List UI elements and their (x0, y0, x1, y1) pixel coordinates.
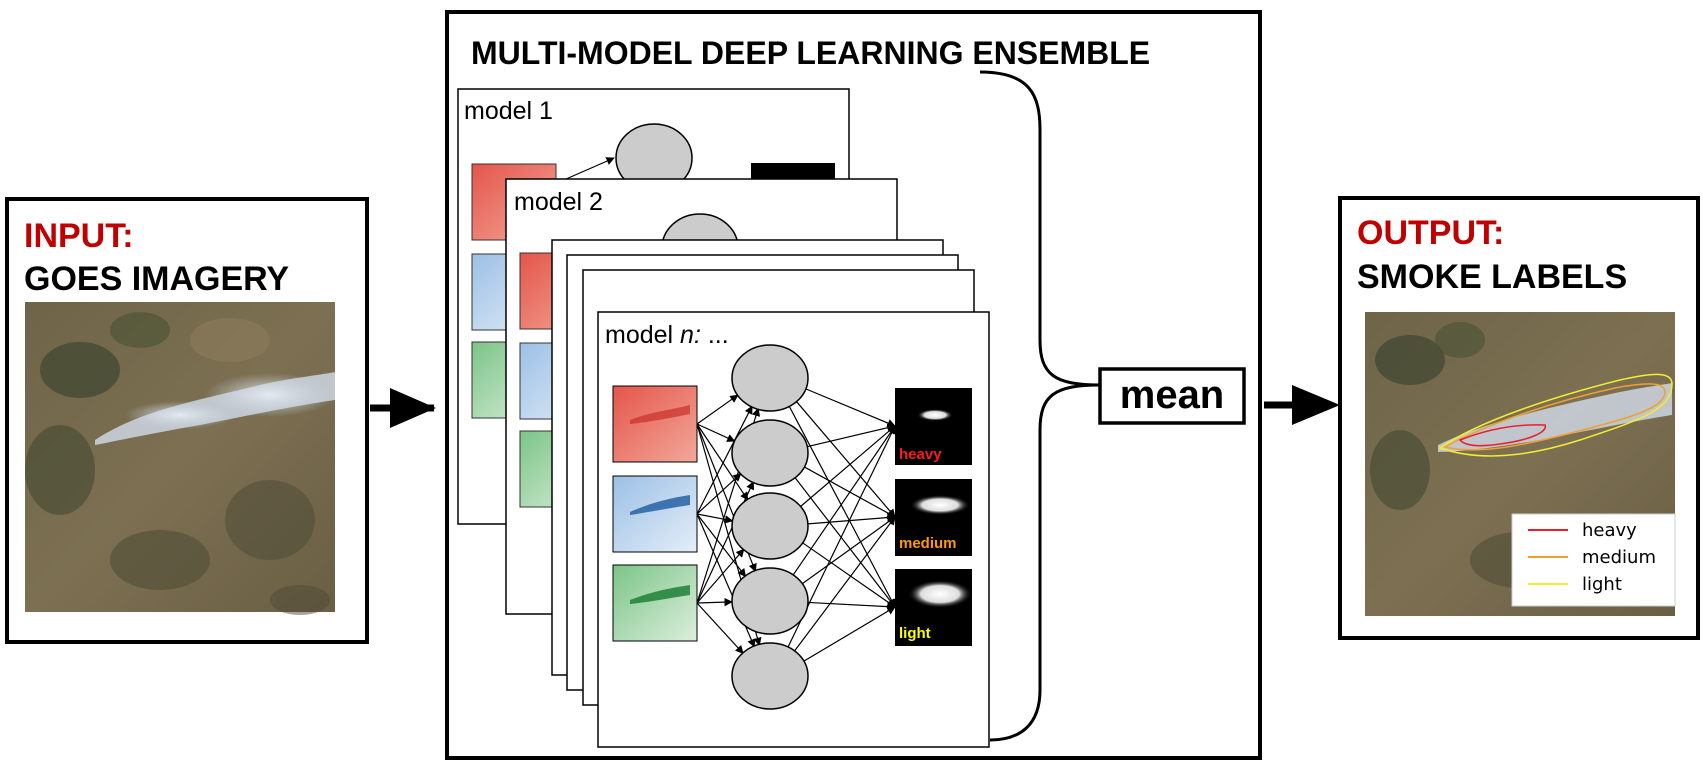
model-2-label: model 2 (514, 188, 603, 216)
edge-hidden-4-output-1 (793, 516, 896, 653)
ensemble-title: MULTI-MODEL DEEP LEARNING ENSEMBLE (471, 35, 1150, 71)
mask-label-light: light (899, 625, 931, 642)
hidden-node-5 (731, 642, 809, 710)
edge-hidden-0-output-2 (787, 404, 896, 608)
edge-input-2-hidden-2 (696, 548, 745, 604)
edge-input-1-hidden-1 (696, 472, 742, 515)
edge-input-0-hidden-1 (696, 423, 736, 442)
edge-hidden-2-output-0 (799, 425, 896, 508)
mask-label-medium: medium (899, 535, 957, 552)
smoke-legend: heavy medium light (1511, 513, 1676, 607)
hidden-node-4 (731, 567, 809, 635)
edge-input-1-hidden-0 (696, 405, 753, 515)
edge-hidden-3-output-2 (807, 601, 896, 611)
mask-label-heavy: heavy (899, 446, 942, 463)
smoke-label-image: heavy medium light (1365, 312, 1676, 616)
edge-input-1-hidden-2 (696, 513, 734, 524)
edge-hidden-3-output-1 (801, 516, 896, 585)
hidden-node-1 (731, 344, 809, 412)
edge-hidden-0-output-1 (794, 399, 896, 518)
input-panel: INPUT: GOES IMAGERY (5, 197, 369, 644)
output-mask-heavy: heavy (895, 388, 972, 465)
edge-hidden-2-output-1 (807, 513, 896, 525)
edge-hidden-3-output-0 (791, 425, 896, 577)
model-n-label: model n: ... (605, 321, 729, 349)
legend-label-light: light (1582, 574, 1622, 595)
edge-input-0-hidden-0 (696, 394, 739, 425)
legend-label-heavy: heavy (1582, 520, 1637, 541)
goes-satellite-image (25, 302, 335, 615)
ensemble-panel: MULTI-MODEL DEEP LEARNING ENSEMBLE model… (445, 10, 1262, 760)
edge-hidden-4-output-2 (802, 606, 896, 663)
input-channel-green (612, 564, 698, 642)
mean-label: mean (1120, 373, 1225, 417)
input-heading: INPUT: (24, 217, 134, 255)
output-panel: OUTPUT: SMOKE LABELS heavy medium light (1338, 196, 1700, 640)
output-subheading: SMOKE LABELS (1357, 258, 1627, 296)
legend-label-medium: medium (1582, 547, 1656, 568)
output-mask-medium: medium (895, 479, 972, 556)
edge-input-1-hidden-3 (696, 513, 747, 578)
edge-input-0-hidden-2 (696, 423, 749, 501)
hidden-layer (731, 344, 809, 710)
input-subheading: GOES IMAGERY (24, 260, 289, 298)
input-channel-blue (612, 475, 698, 553)
hidden-node-3 (731, 492, 809, 560)
output-mask-light: light (895, 569, 972, 646)
arrow-head-input (390, 388, 436, 428)
edge-hidden-1-output-0 (807, 423, 896, 448)
edge-hidden-0-output-0 (805, 388, 896, 427)
arrow-head-output (1292, 385, 1340, 425)
edge-input-2-hidden-3 (696, 597, 733, 607)
output-heading: OUTPUT: (1357, 214, 1504, 252)
edge-hidden-2-output-2 (801, 541, 896, 608)
model-n-card: model n: ... heavy (597, 311, 990, 748)
input-channel-red (612, 385, 698, 463)
mean-box: mean (1098, 367, 1246, 425)
edge-input-2-hidden-4 (696, 602, 744, 654)
model-1-label: model 1 (464, 97, 553, 125)
hidden-node-2 (731, 419, 809, 487)
